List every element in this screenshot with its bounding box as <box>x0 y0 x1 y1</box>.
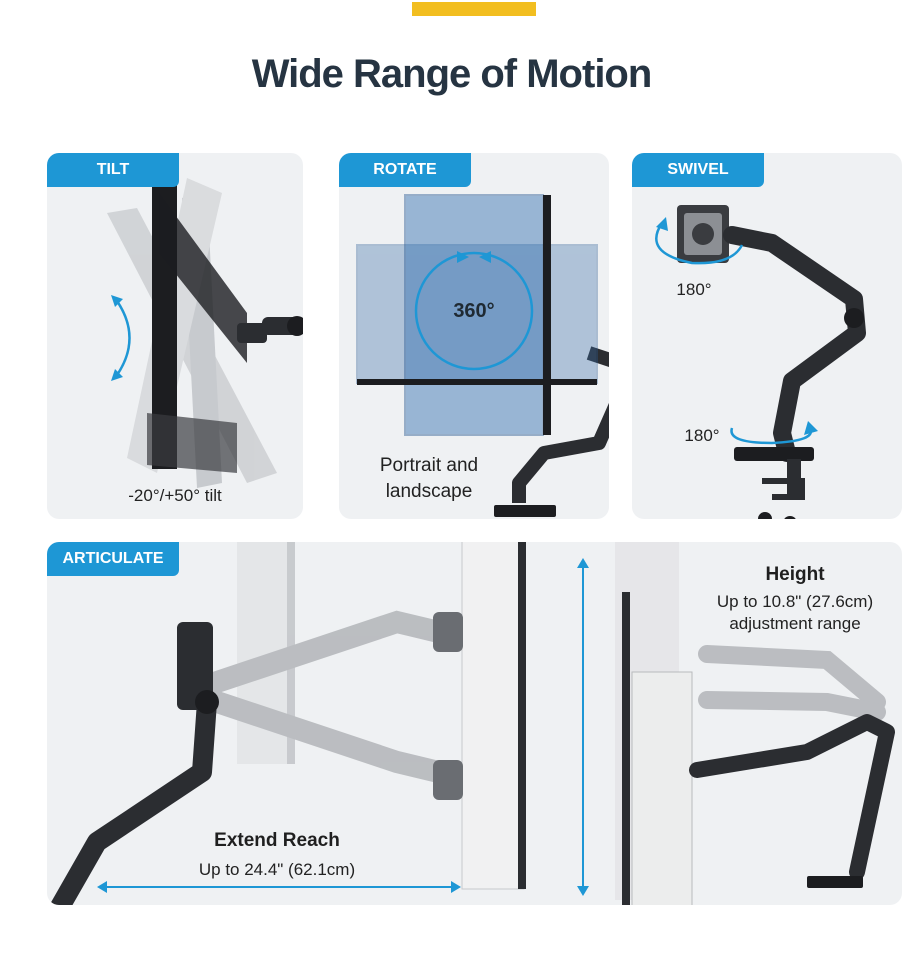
articulate-illustration <box>49 542 895 905</box>
swivel-bottom-degrees: 180° <box>684 426 720 445</box>
height-line1: Up to 10.8" (27.6cm) <box>716 592 874 611</box>
rotate-illustration <box>356 194 609 517</box>
rotate-tag: ROTATE <box>339 153 471 187</box>
reach-value: Up to 24.4" (62.1cm) <box>198 860 356 879</box>
tilt-caption: -20°/+50° tilt <box>128 486 222 505</box>
swivel-illustration <box>655 205 866 519</box>
height-line2: adjustment range <box>729 614 861 633</box>
articulate-tag: ARTICULATE <box>47 542 179 576</box>
reach-title: Extend Reach <box>214 830 340 851</box>
rotate-caption-line1: Portrait and <box>379 455 479 476</box>
tilt-illustration <box>107 178 303 488</box>
tilt-panel: TILT -20°/+50° tilt <box>47 153 303 519</box>
height-title: Height <box>765 564 825 585</box>
page-title: Wide Range of Motion <box>251 52 653 96</box>
rotate-panel: ROTATE 360° Portrait and landscape <box>339 153 609 519</box>
articulate-panel: ARTICULATE Extend Reach Up to 24.4" (62.… <box>47 542 902 905</box>
tilt-tag: TILT <box>47 153 179 187</box>
swivel-top-degrees: 180° <box>676 280 712 299</box>
rotate-caption-line2: landscape <box>385 481 473 502</box>
rotate-degrees: 360° <box>453 300 495 322</box>
swivel-panel: SWIVEL 180° 180° <box>632 153 902 519</box>
swivel-tag: SWIVEL <box>632 153 764 187</box>
accent-bar <box>412 2 536 16</box>
